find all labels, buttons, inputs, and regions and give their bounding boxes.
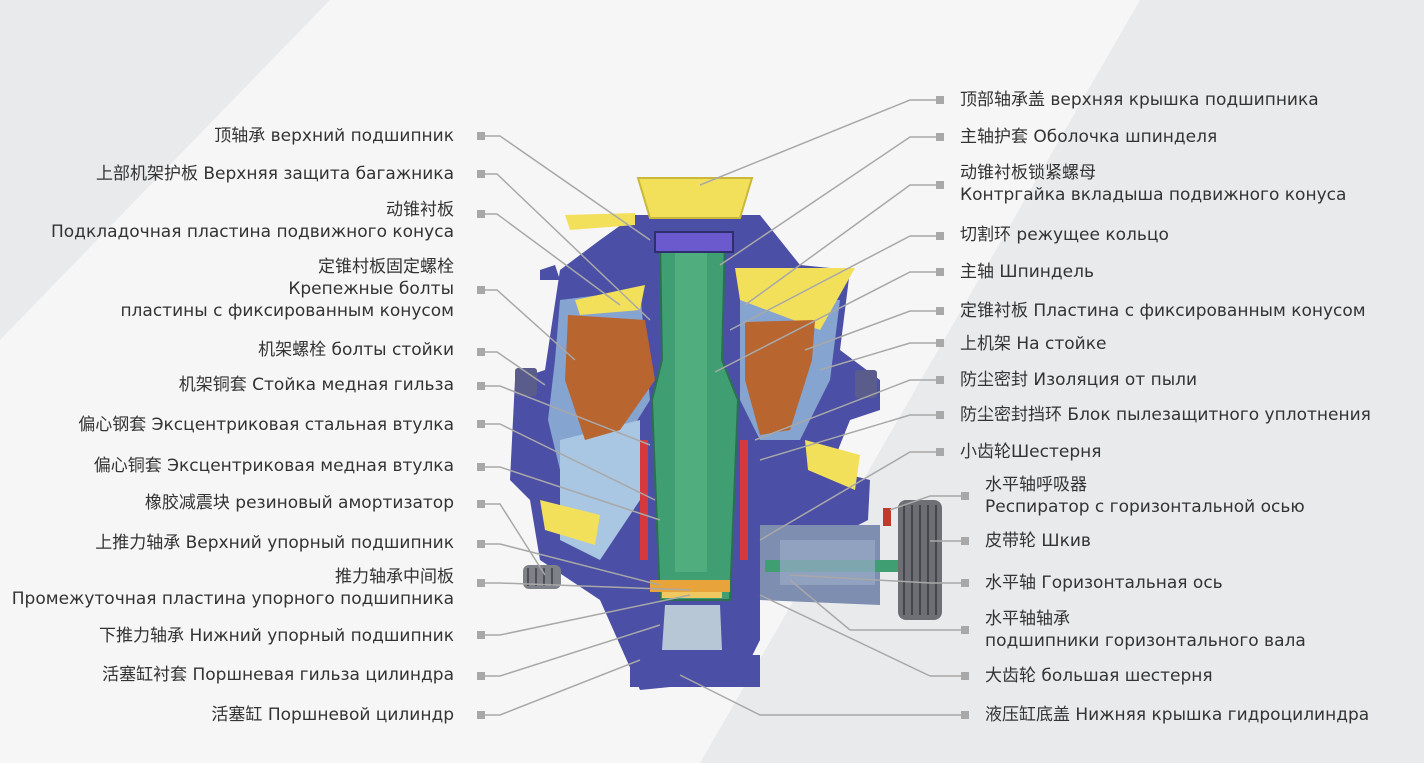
- label-spindle-sleeve: 主轴护套 Оболочка шпинделя: [960, 127, 1218, 147]
- label-dust-seal-ring: 防尘密封挡环 Блок пылезащитного уплотнения: [960, 405, 1371, 425]
- label-concave-bolts: 定锥村板固定螺栓 Крепежные болты пластины с фикс…: [120, 257, 454, 321]
- label-upper-thrust-bearing: 上推力轴承 Верхний упорный подшипник: [95, 533, 454, 553]
- leader-markers-right: [936, 96, 969, 719]
- label-top-bearing-cover: 顶部轴承盖 верхняя крышка подшипника: [960, 90, 1319, 110]
- label-horizontal-shaft: 水平轴 Горизонтальная ось: [985, 573, 1223, 593]
- label-lower-thrust-bearing: 下推力轴承 Нижний упорный подшипник: [99, 626, 454, 646]
- label-upper-frame-guard: 上部机架护板 Верхняя защита багажника: [95, 164, 454, 184]
- label-rubber-damper: 橡胶减震块 резиновый амортизатор: [144, 493, 454, 513]
- feed-cone-shape: [636, 177, 754, 219]
- label-shaft-breather: 水平轴呼吸器 Респиратор с горизонтальной осью: [985, 475, 1305, 517]
- label-frame-bolts: 机架螺栓 болты стойки: [258, 340, 454, 360]
- label-pinion: 小齿轮Шестерня: [960, 442, 1102, 462]
- label-horizontal-shaft-bearing: 水平轴轴承 подшипники горизонтального вала: [985, 609, 1306, 651]
- label-upper-frame: 上机架 На стойке: [960, 334, 1107, 354]
- label-top-bearing: 顶轴承 верхний подшипник: [214, 126, 454, 146]
- label-cutting-ring: 切割环 режущее кольцо: [960, 225, 1169, 245]
- label-mantle-liner: 动锥衬板 Подкладочная пластина подвижного ко…: [51, 200, 454, 242]
- label-main-shaft: 主轴 Шпиндель: [960, 262, 1094, 282]
- pulley-shape: [898, 500, 942, 620]
- label-thrust-middle-plate: 推力轴承中间板 Промежуточная пластина упорного …: [11, 567, 454, 609]
- label-eccentric-copper-bushing: 偏心铜套 Эксцентриковая медная втулка: [93, 456, 454, 476]
- rubber-damper-shape: [523, 565, 561, 589]
- label-eccentric-steel-bushing: 偏心钢套 Эксцентриковая стальная втулка: [78, 415, 454, 435]
- concave-liner-shape: [565, 315, 655, 440]
- label-gear: 大齿轮 большая шестерня: [985, 666, 1213, 686]
- label-piston-cylinder: 活塞缸 Поршневой цилиндр: [211, 705, 454, 725]
- label-pulley: 皮带轮 Шкив: [985, 531, 1091, 551]
- label-mantle-lock-nut: 动锥衬板锁紧螺母 Контргайка вкладыша подвижного …: [960, 163, 1347, 205]
- leader-markers-left: [477, 132, 485, 719]
- label-frame-bushing: 机架铜套 Стойка медная гильза: [178, 375, 454, 395]
- leader-lines-left: [484, 135, 691, 716]
- label-piston-sleeve: 活塞缸衬套 Поршневая гильза цилиндра: [102, 665, 454, 685]
- label-concave-liner: 定锥衬板 Пластина с фиксированным конусом: [960, 301, 1366, 321]
- leader-lines-right: [679, 99, 965, 716]
- label-cylinder-bottom-cover: 液压缸底盖 Нижняя крышка гидроцилиндра: [985, 705, 1370, 725]
- label-dust-seal: 防尘密封 Изоляция от пыли: [960, 370, 1198, 390]
